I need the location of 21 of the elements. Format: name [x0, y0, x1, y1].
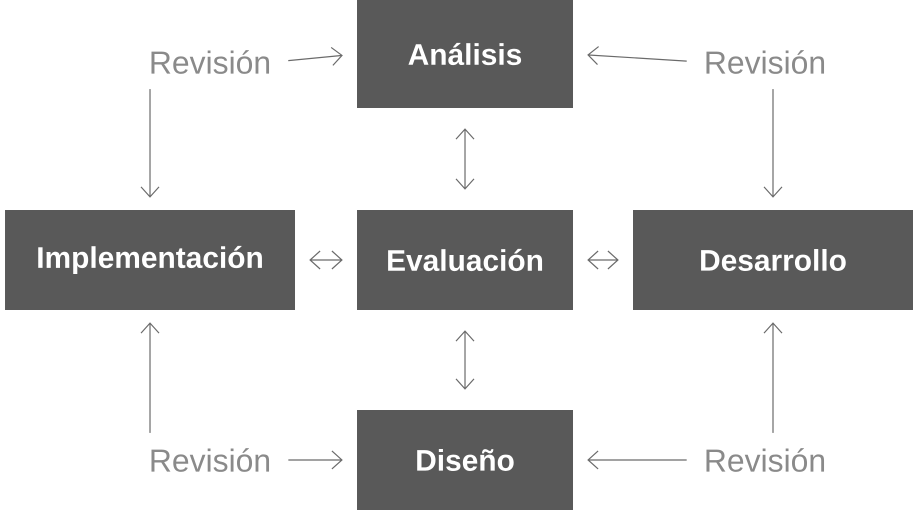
process-box: Diseño: [357, 410, 573, 510]
arrow: [288, 46, 343, 66]
arrow: [456, 128, 474, 190]
arrow: [456, 330, 474, 390]
arrow: [288, 450, 343, 470]
arrow: [587, 450, 687, 470]
arrow: [140, 322, 160, 433]
process-box: Análisis: [357, 0, 573, 108]
arrow: [764, 322, 782, 433]
arrow: [764, 89, 782, 198]
process-box: Implementación: [5, 210, 295, 310]
process-box: Evaluación: [357, 210, 573, 310]
arrow: [587, 250, 619, 270]
review-label: Revisión: [706, 50, 824, 74]
review-label: Revisión: [151, 50, 270, 74]
arrow: [140, 89, 160, 198]
review-label: Revisión: [151, 448, 270, 472]
process-box: Desarrollo: [633, 210, 913, 310]
arrow: [309, 250, 343, 270]
review-label: Revisión: [706, 448, 824, 472]
arrow: [587, 46, 687, 65]
